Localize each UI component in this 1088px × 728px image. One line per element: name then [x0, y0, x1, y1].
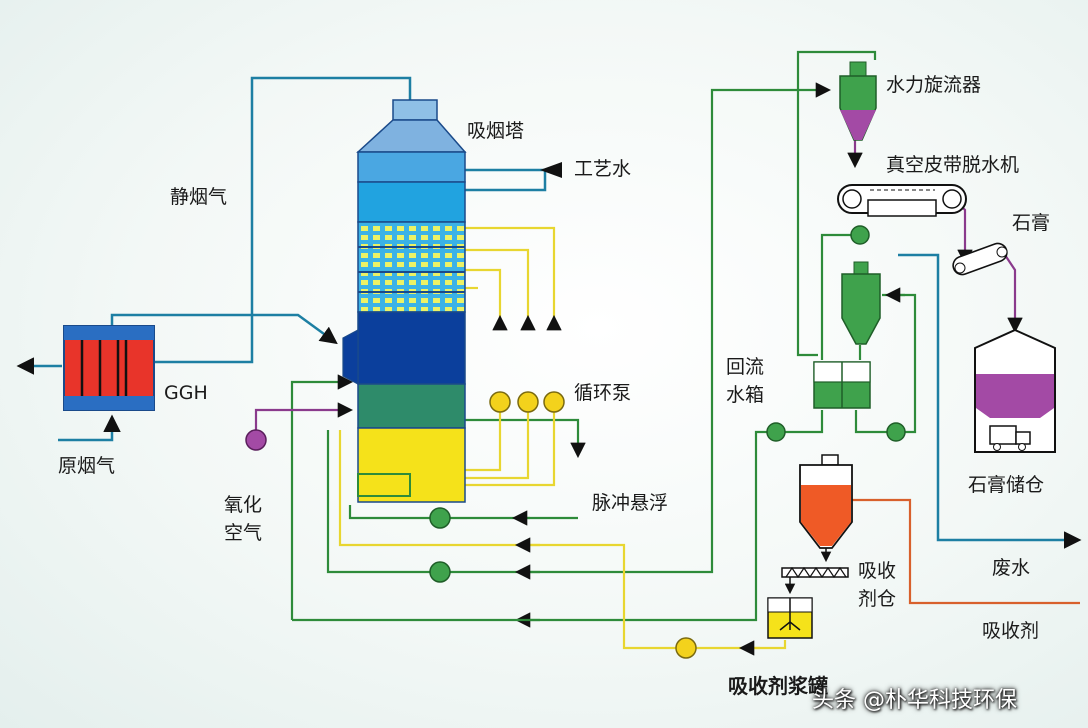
- absorbent-slurry-tank: [767, 597, 813, 639]
- ggh-label: GGH: [164, 382, 208, 404]
- pulse-suspension-label: 脉冲悬浮: [592, 492, 669, 514]
- circulation-pump-label: 循环泵: [574, 382, 632, 404]
- ggh-unit: [63, 325, 155, 411]
- absorbent-slurry-tank-label: 吸收剂浆罐: [728, 674, 828, 698]
- spray-lines: [338, 226, 787, 656]
- absorbent-line: [850, 498, 1080, 605]
- reflux-tank-label-line2: 水箱: [726, 384, 765, 406]
- gypsum-conveyor: [952, 242, 1008, 276]
- reflux-water-tank: [813, 361, 871, 409]
- vacuum-belt-filter: [837, 184, 967, 217]
- absorber-tower: [342, 99, 467, 503]
- hydrocyclone-label: 水力旋流器: [886, 74, 982, 96]
- slurry-lines: [290, 50, 917, 628]
- absorbent-silo: [799, 454, 853, 563]
- screw-feeder: [781, 566, 849, 595]
- gypsum-storage-label: 石膏储仓: [968, 474, 1045, 496]
- secondary-cyclone: [841, 261, 881, 345]
- oxidation-air-label-line1: 氧化: [224, 494, 263, 516]
- absorbent-silo-label-line2: 剂仓: [858, 588, 897, 610]
- circulation-pumps: [489, 391, 697, 659]
- absorber-tower-label: 吸烟塔: [467, 120, 525, 142]
- raw-flue-gas-label: 原烟气: [58, 455, 116, 477]
- vacuum-belt-filter-label: 真空皮带脱水机: [886, 154, 1020, 176]
- reflux-tank-label-line1: 回流: [726, 356, 765, 378]
- hydrocyclone: [839, 61, 877, 141]
- waste-water-label: 废水: [992, 557, 1031, 579]
- absorbent-silo-label-line1: 吸收: [858, 560, 897, 582]
- absorbent-label: 吸收剂: [982, 620, 1040, 642]
- clean-flue-gas-label: 静烟气: [170, 186, 228, 208]
- oxidation-air-blower: [245, 429, 267, 451]
- gypsum-label: 石膏: [1012, 212, 1051, 234]
- gypsum-storage: [974, 328, 1056, 453]
- slurry-pumps: [429, 225, 906, 583]
- oxidation-air-label-line2: 空气: [224, 522, 263, 544]
- watermark: 头条 @朴华科技环保: [812, 688, 1017, 713]
- process-water-label: 工艺水: [574, 158, 632, 180]
- flue-gas-lines: [16, 76, 1082, 549]
